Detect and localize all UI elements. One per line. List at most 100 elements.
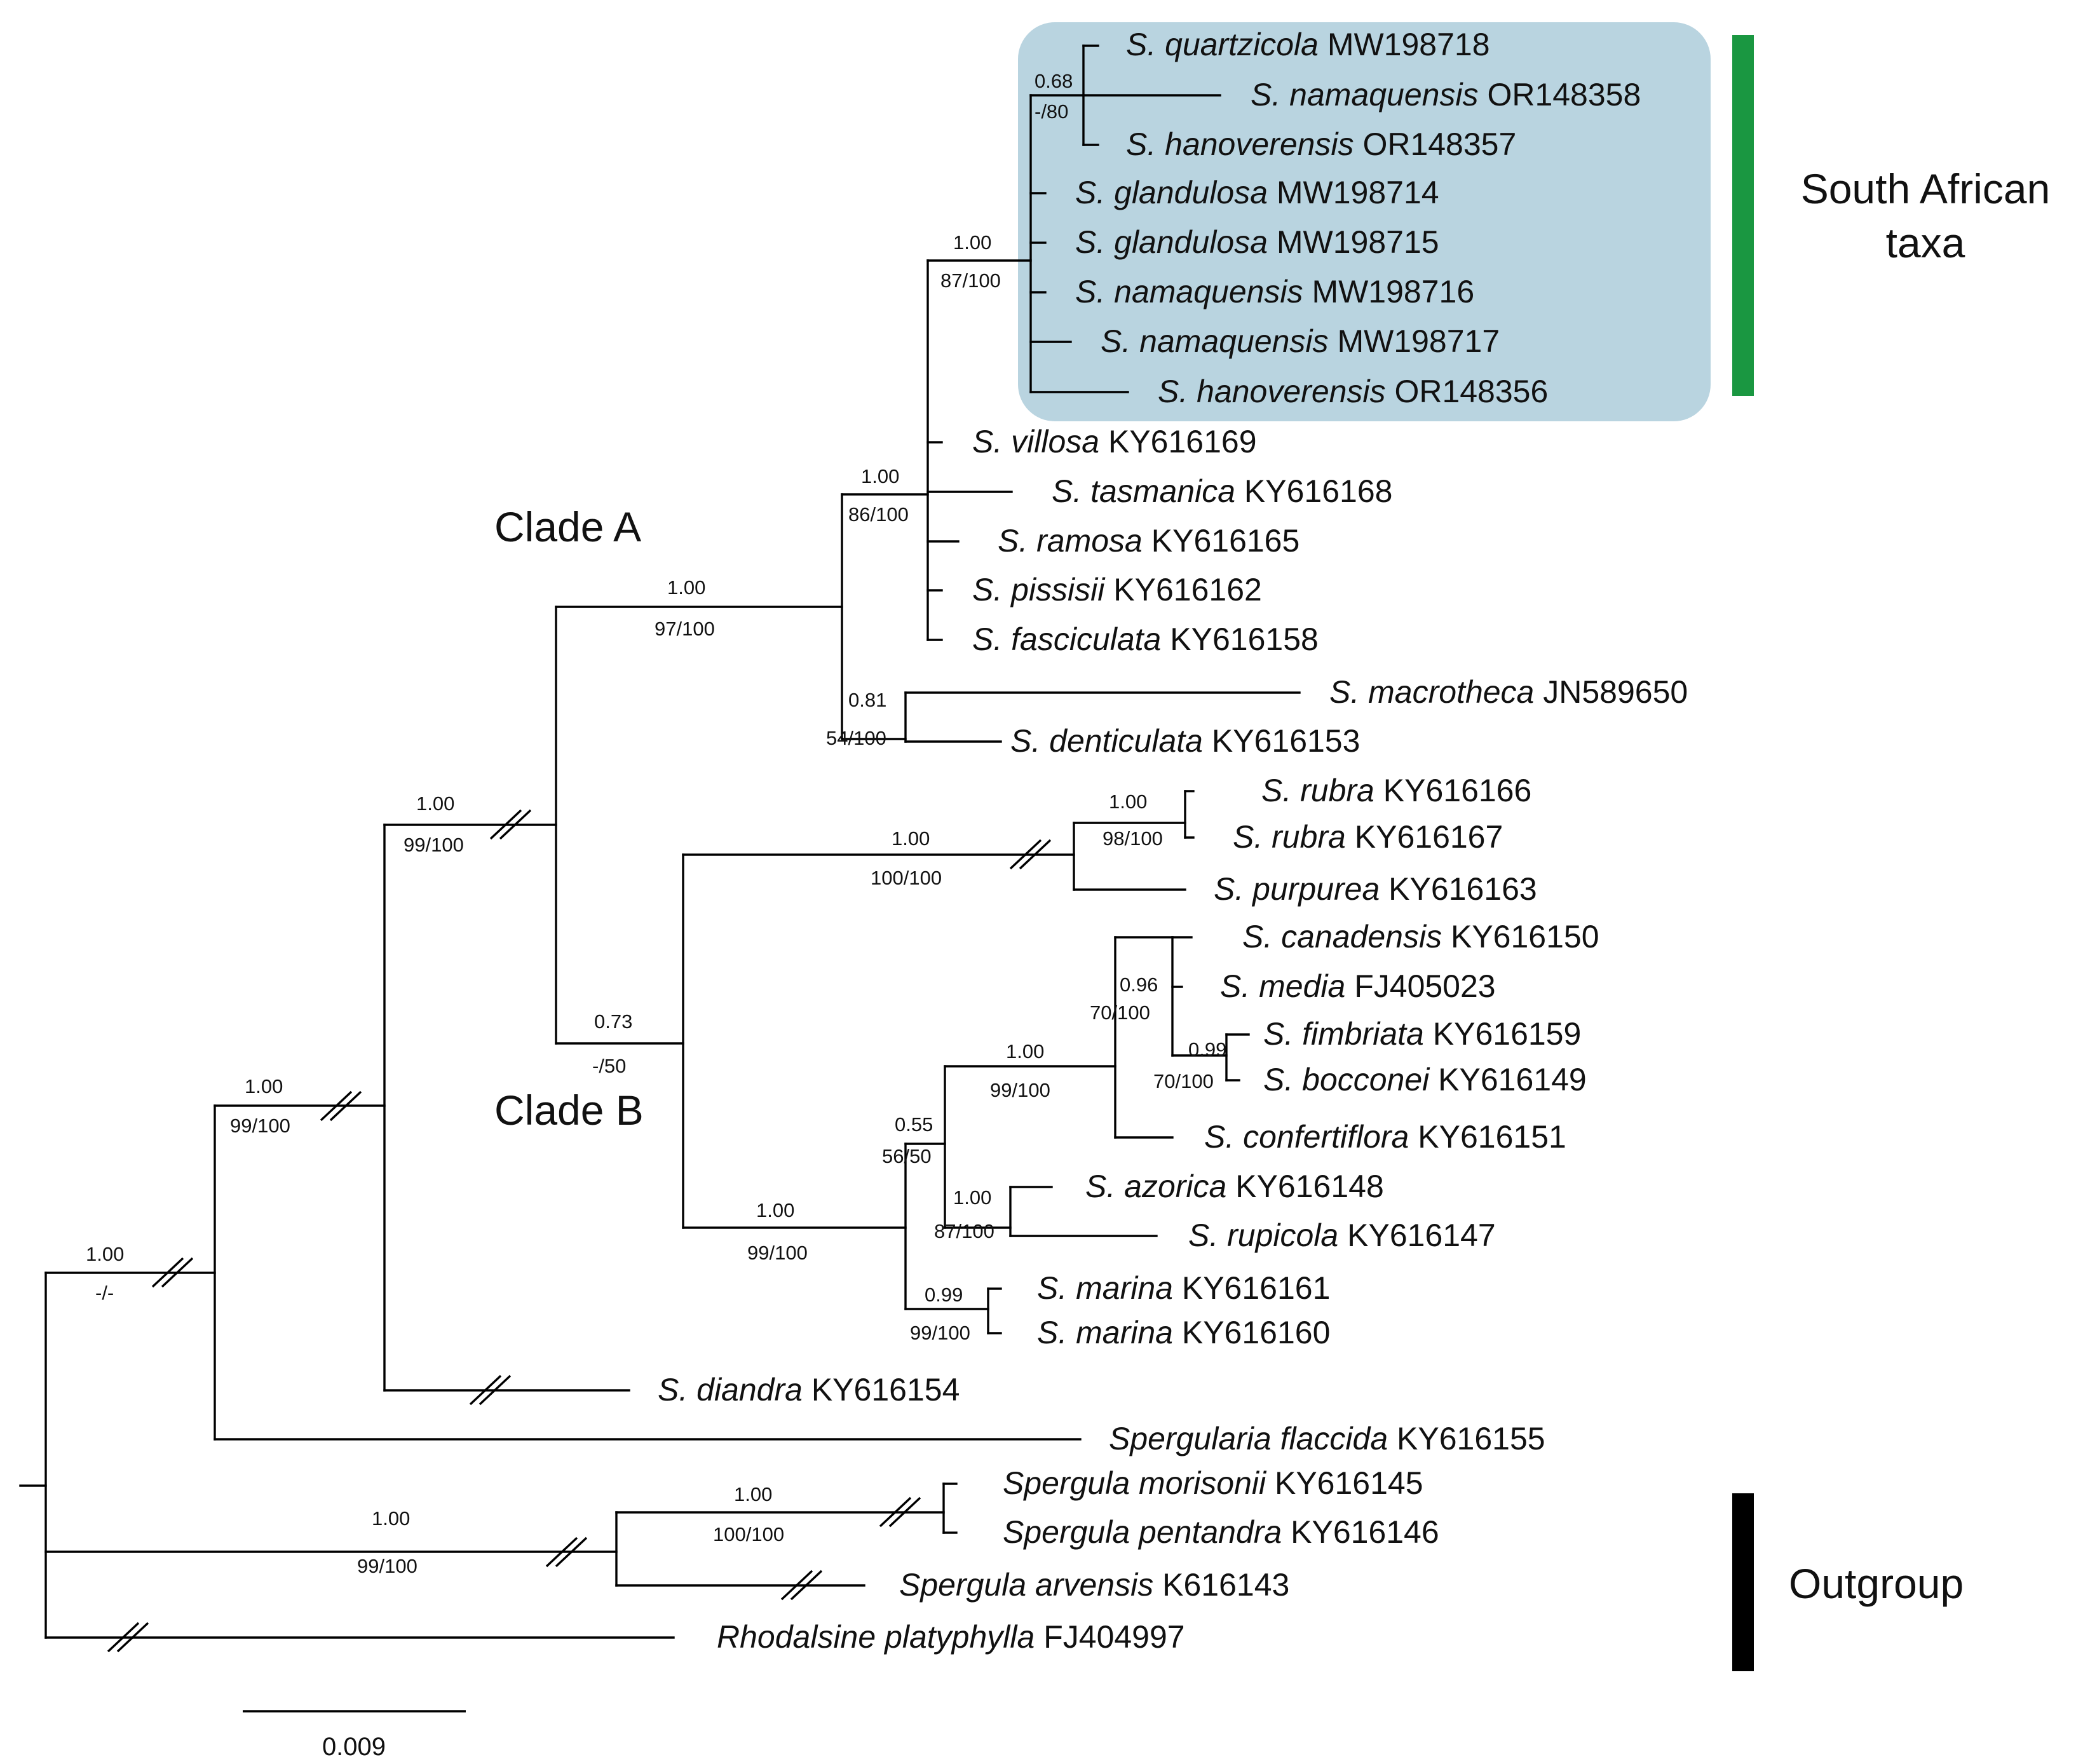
support-bs: 98/100 bbox=[1103, 827, 1163, 850]
outgroup-label: Outgroup bbox=[1789, 1560, 1964, 1607]
taxon-accession: KY616151 bbox=[1409, 1119, 1566, 1155]
taxon-name: S. macrotheca bbox=[1329, 674, 1534, 710]
south-african-bar bbox=[1732, 35, 1754, 396]
support-bs: 54/100 bbox=[826, 727, 886, 749]
taxon-label: S. marina KY616161 bbox=[1037, 1270, 1330, 1306]
taxon-label: S. hanoverensis OR148356 bbox=[1158, 374, 1548, 409]
taxon-label: S. hanoverensis OR148357 bbox=[1126, 126, 1516, 162]
taxon-accession: KY616148 bbox=[1226, 1169, 1383, 1204]
support-bs: 97/100 bbox=[655, 618, 715, 640]
taxon-label: Spergula pentandra KY616146 bbox=[1003, 1514, 1439, 1550]
taxon-name: S. canadensis bbox=[1242, 919, 1442, 954]
taxon-accession: KY616147 bbox=[1338, 1218, 1495, 1253]
south-african-label-line2: taxa bbox=[1886, 219, 1965, 266]
taxon-label: S. denticulata KY616153 bbox=[1010, 723, 1360, 759]
taxon-name: S. diandra bbox=[658, 1372, 803, 1408]
taxon-label: Spergula morisonii KY616145 bbox=[1003, 1465, 1423, 1501]
taxon-name: S. fasciculata bbox=[972, 621, 1161, 657]
taxon-accession: JN589650 bbox=[1534, 674, 1688, 710]
taxon-accession: KY616146 bbox=[1282, 1514, 1439, 1550]
support-pp: 1.00 bbox=[734, 1483, 772, 1505]
taxon-accession: MW198717 bbox=[1329, 323, 1500, 359]
taxon-name: S. bocconei bbox=[1263, 1062, 1430, 1097]
support-bs: 99/100 bbox=[747, 1242, 808, 1264]
taxon-accession: KY616150 bbox=[1442, 919, 1599, 954]
taxon-name: S. villosa bbox=[972, 424, 1099, 459]
taxon-name: S. marina bbox=[1037, 1315, 1173, 1350]
taxon-name: S. pissisii bbox=[972, 572, 1106, 607]
support-pp: 1.00 bbox=[416, 792, 454, 815]
support-bs: -/80 bbox=[1035, 100, 1068, 123]
taxon-label: S. diandra KY616154 bbox=[658, 1372, 960, 1408]
taxon-name: S. ramosa bbox=[998, 523, 1143, 559]
support-pp: 0.55 bbox=[895, 1113, 933, 1136]
taxon-accession: KY616155 bbox=[1388, 1421, 1545, 1456]
taxon-name: S. hanoverensis bbox=[1158, 374, 1386, 409]
taxon-labels: S. quartzicola MW198718 S. namaquensis O… bbox=[658, 27, 1688, 1655]
taxon-name: Spergula arvensis bbox=[899, 1567, 1153, 1603]
taxon-accession: KY616168 bbox=[1235, 473, 1392, 509]
support-bs: -/- bbox=[95, 1282, 114, 1304]
taxon-accession: FJ404997 bbox=[1035, 1619, 1184, 1655]
taxon-accession: KY616167 bbox=[1346, 819, 1503, 855]
support-pp: 1.00 bbox=[1109, 790, 1147, 813]
taxon-label: S. villosa KY616169 bbox=[972, 424, 1257, 459]
support-bs: 99/100 bbox=[990, 1079, 1050, 1101]
support-pp: 1.00 bbox=[953, 231, 991, 254]
taxon-label: S. tasmanica KY616168 bbox=[1052, 473, 1392, 509]
taxon-accession: KY616158 bbox=[1161, 621, 1318, 657]
taxon-accession: KY616159 bbox=[1424, 1016, 1581, 1052]
taxon-name: S. confertiflora bbox=[1204, 1119, 1409, 1155]
support-bs: 100/100 bbox=[871, 867, 942, 889]
taxon-label: Rhodalsine platyphylla FJ404997 bbox=[717, 1619, 1185, 1655]
taxon-label: S. glandulosa MW198715 bbox=[1075, 224, 1439, 260]
support-pp: 1.00 bbox=[1006, 1040, 1044, 1062]
taxon-name: S. marina bbox=[1037, 1270, 1173, 1306]
taxon-accession: OR148357 bbox=[1354, 126, 1517, 162]
taxon-accession: KY616163 bbox=[1380, 871, 1537, 907]
taxon-accession: KY616161 bbox=[1173, 1270, 1330, 1306]
support-pp: 0.81 bbox=[848, 689, 886, 711]
support-bs: 87/100 bbox=[934, 1220, 994, 1242]
taxon-accession: OR148356 bbox=[1386, 374, 1549, 409]
support-pp: 1.00 bbox=[892, 827, 930, 850]
support-pp: 1.00 bbox=[372, 1507, 410, 1530]
taxon-name: S. quartzicola bbox=[1126, 27, 1319, 62]
taxon-name: Spergula pentandra bbox=[1003, 1514, 1282, 1550]
support-pp: 1.00 bbox=[667, 576, 705, 599]
taxon-label: Spergularia flaccida KY616155 bbox=[1109, 1421, 1545, 1456]
support-pp: 1.00 bbox=[245, 1075, 283, 1097]
taxon-accession: KY616145 bbox=[1266, 1465, 1423, 1501]
taxon-accession: MW198714 bbox=[1268, 175, 1439, 210]
support-bs: 99/100 bbox=[910, 1322, 970, 1344]
support-pp: 1.00 bbox=[953, 1186, 991, 1209]
taxon-name: Spergularia flaccida bbox=[1109, 1421, 1388, 1456]
support-values: 0.68 -/80 1.00 87/100 1.00 86/100 0.81 5… bbox=[86, 70, 1226, 1577]
taxon-name: S. azorica bbox=[1085, 1169, 1226, 1204]
taxon-label: S. media FJ405023 bbox=[1220, 968, 1496, 1004]
clade-b-label: Clade B bbox=[494, 1087, 644, 1134]
taxon-accession: MW198718 bbox=[1319, 27, 1490, 62]
support-bs: 99/100 bbox=[404, 834, 464, 856]
support-pp: 0.99 bbox=[1188, 1038, 1226, 1061]
support-pp: 1.00 bbox=[86, 1243, 124, 1265]
support-bs: 100/100 bbox=[713, 1523, 784, 1545]
support-pp: 1.00 bbox=[756, 1199, 794, 1221]
support-pp: 0.68 bbox=[1035, 70, 1073, 92]
taxon-label: S. purpurea KY616163 bbox=[1214, 871, 1537, 907]
taxon-label: S. rupicola KY616147 bbox=[1188, 1218, 1496, 1253]
taxon-label: S. quartzicola MW198718 bbox=[1126, 27, 1490, 62]
taxon-name: Spergula morisonii bbox=[1003, 1465, 1267, 1501]
taxon-name: S. tasmanica bbox=[1052, 473, 1235, 509]
tree-branches bbox=[19, 44, 1301, 1639]
taxon-name: S. fimbriata bbox=[1263, 1016, 1424, 1052]
support-pp: 1.00 bbox=[861, 465, 899, 487]
taxon-label: Spergula arvensis K616143 bbox=[899, 1567, 1289, 1603]
support-bs: 99/100 bbox=[357, 1555, 417, 1577]
clade-a-label: Clade A bbox=[494, 503, 641, 550]
taxon-label: S. fimbriata KY616159 bbox=[1263, 1016, 1581, 1052]
south-african-highlight bbox=[1018, 22, 1711, 421]
taxon-accession: KY616153 bbox=[1203, 723, 1360, 759]
taxon-accession: MW198716 bbox=[1303, 274, 1475, 309]
